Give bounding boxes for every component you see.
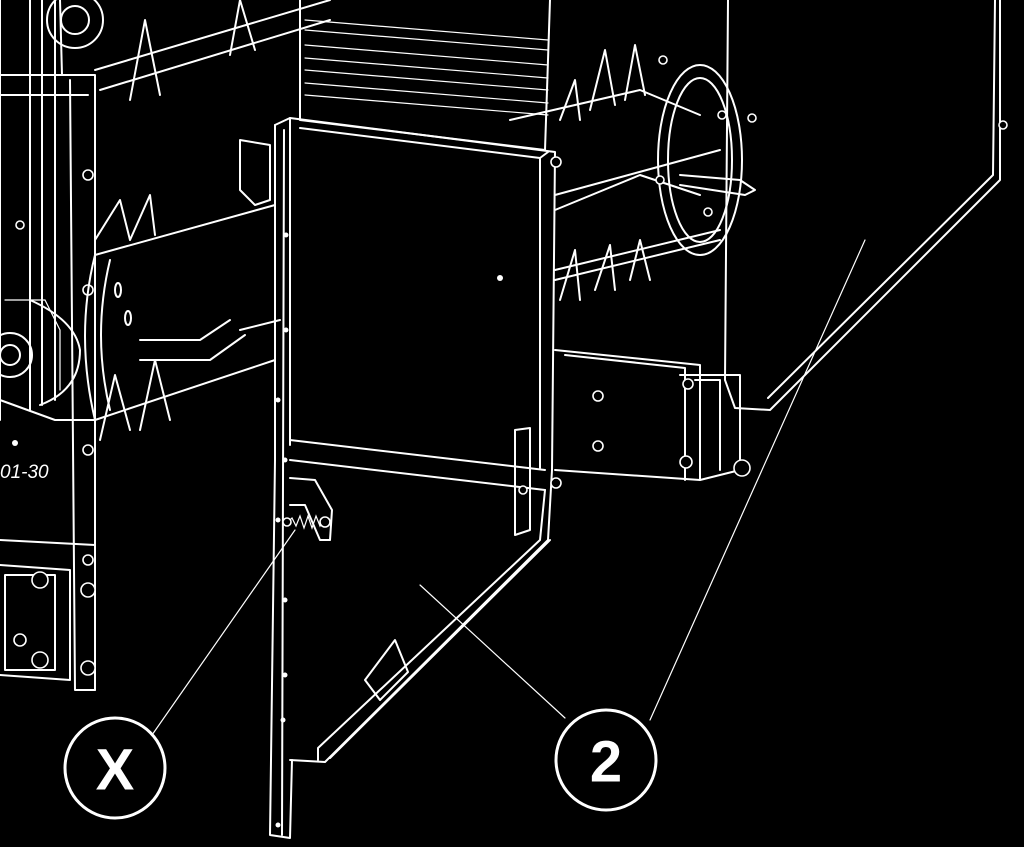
callout-2: 2 <box>554 708 658 812</box>
part-number-label: 01-30 <box>0 462 49 483</box>
upper-rotor <box>94 0 331 101</box>
left-frame <box>0 0 104 691</box>
main-rotor <box>84 44 721 441</box>
callout-x: X <box>63 716 167 820</box>
leader-line-2-door <box>419 584 566 719</box>
leader-line-2-shield <box>649 239 866 721</box>
door-panel <box>269 117 562 839</box>
callout-x-label: X <box>96 738 135 803</box>
right-bracket <box>554 349 751 481</box>
latch-spring <box>282 477 333 541</box>
leader-line-x <box>151 529 296 736</box>
side-shield <box>724 0 1008 411</box>
callout-2-label: 2 <box>590 730 622 795</box>
rotor-end-flange <box>655 55 757 256</box>
leader-lines <box>151 239 866 736</box>
